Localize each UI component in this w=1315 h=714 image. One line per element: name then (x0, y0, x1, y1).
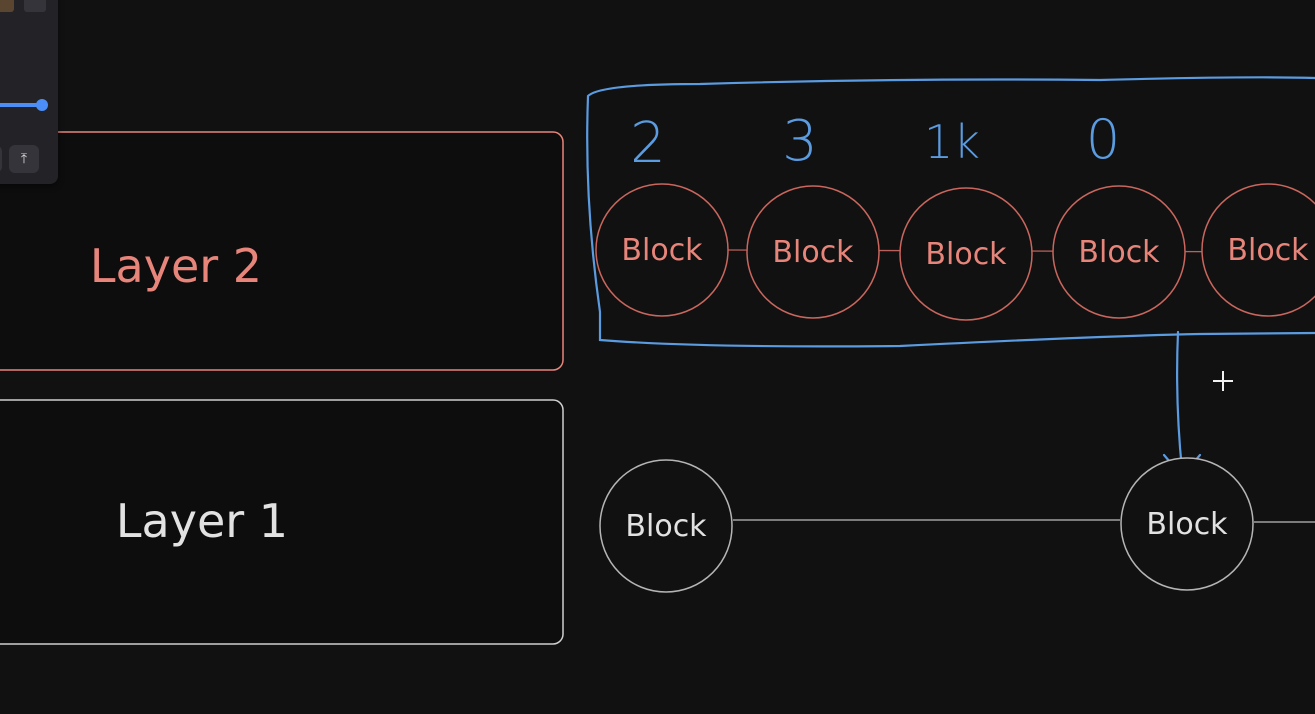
layer2-frame[interactable] (0, 131, 564, 371)
down-arrow (1162, 330, 1202, 478)
layer2-block[interactable]: Block (595, 183, 729, 317)
layer2-block[interactable]: Block (1201, 183, 1315, 317)
layer2-label: Layer 2 (90, 239, 262, 293)
slider-handle[interactable] (36, 99, 48, 111)
align-top-icon[interactable]: ⤒ (9, 145, 39, 173)
layer1-label: Layer 1 (116, 494, 288, 548)
layer2-block[interactable]: Block (1052, 185, 1186, 319)
transparent-swatch[interactable] (24, 0, 46, 12)
layer2-block[interactable]: Block (899, 187, 1033, 321)
block-label: Block (772, 235, 854, 270)
block-label: Block (925, 237, 1007, 272)
layer1-frame[interactable] (0, 399, 564, 645)
block-label: Block (621, 233, 703, 268)
block-label: Block (625, 509, 707, 544)
layer1-block[interactable]: Block (599, 459, 733, 593)
color-swatch[interactable] (0, 0, 14, 12)
crosshair-icon (1213, 371, 1233, 391)
annotation-label: 1k (924, 115, 980, 169)
layer2-block[interactable]: Block (746, 185, 880, 319)
annotation-label: 3 (782, 109, 818, 174)
annotation-label: 0 (1086, 108, 1120, 171)
block-label: Block (1078, 235, 1160, 270)
block-label: Block (1146, 507, 1228, 542)
opacity-slider[interactable] (0, 103, 42, 107)
layer1-block[interactable]: Block (1120, 457, 1254, 591)
selection-outline (586, 76, 1315, 348)
annotation-label: 2 (630, 111, 666, 176)
block-label: Block (1227, 233, 1309, 268)
layer-button[interactable] (0, 146, 2, 172)
properties-panel: ⤒ (0, 0, 58, 184)
